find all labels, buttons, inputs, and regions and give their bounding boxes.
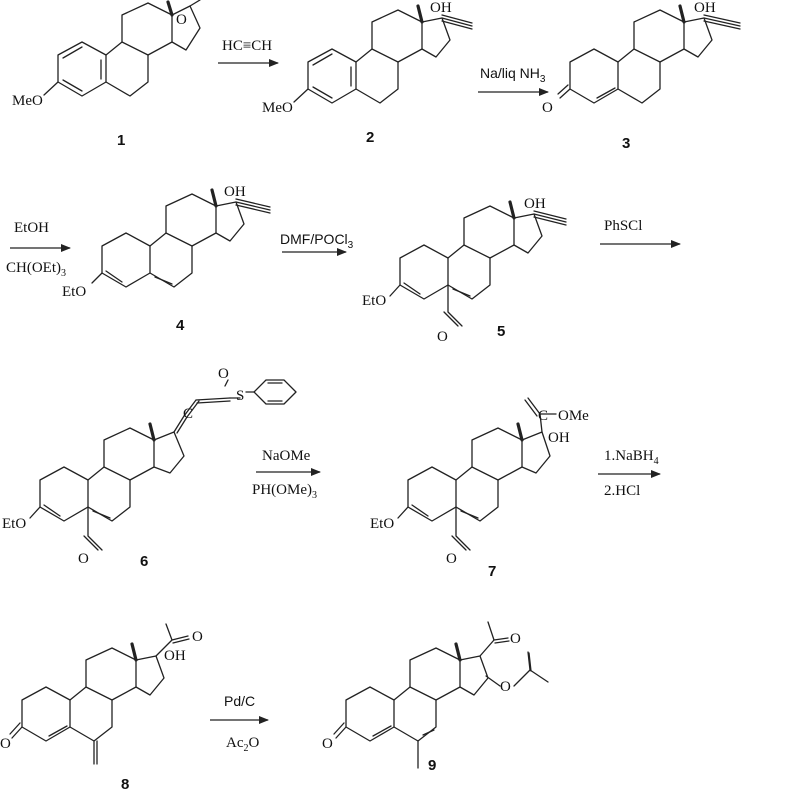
compound-1-number: 1 xyxy=(117,132,125,149)
compound-3-number: 3 xyxy=(622,135,630,152)
compound-3-hydroxyl-label: OH xyxy=(694,0,716,16)
compound-1-structure xyxy=(43,0,201,97)
compound-7-hydroxyl-label: OH xyxy=(548,430,570,446)
reagent-step5-top: PhSCl xyxy=(604,218,642,234)
compound-6-sulfur-label: S xyxy=(236,388,244,404)
compound-6-ethoxy-label: EtO xyxy=(2,516,26,532)
compound-2-hydroxyl-label: OH xyxy=(430,0,452,16)
reagent-step7-top: 1.NaBH4 xyxy=(604,448,659,467)
reagent-step8-top: Pd/C xyxy=(224,693,255,709)
compound-8-acetyl-oxygen-label: O xyxy=(192,629,203,645)
compound-7-methoxy-label: OMe xyxy=(558,408,589,424)
compound-9-ketone-label: O xyxy=(322,736,333,752)
compound-3-structure xyxy=(557,4,741,104)
compound-9-number: 9 xyxy=(428,757,436,774)
reagent-step1-top: HC≡CH xyxy=(222,38,272,54)
compound-7-aldehyde-label: O xyxy=(446,551,457,567)
compound-2-number: 2 xyxy=(366,129,374,146)
reagent-step3-top: EtOH xyxy=(14,220,49,236)
compound-1-methoxy-label: MeO xyxy=(12,93,43,109)
compound-6-structure xyxy=(29,379,297,551)
reagent-step6-bottom: PH(OMe)3 xyxy=(252,482,317,501)
compound-5-number: 5 xyxy=(497,323,505,340)
compound-4-hydroxyl-label: OH xyxy=(224,184,246,200)
compound-9-ester-oxygen-label: O xyxy=(500,679,511,695)
compound-2-structure xyxy=(293,4,473,104)
compound-7-structure xyxy=(397,397,557,551)
compound-4-number: 4 xyxy=(176,317,185,334)
compound-7-ethoxy-label: EtO xyxy=(370,516,394,532)
compound-4-ethoxy-label: EtO xyxy=(62,284,86,300)
compound-8-number: 8 xyxy=(121,776,129,793)
compound-4-structure xyxy=(91,188,271,288)
reagent-step2-top: Na/liq NH3 xyxy=(480,65,546,85)
compound-5-aldehyde-label: O xyxy=(437,329,448,345)
compound-1-ketone-label: O xyxy=(176,12,187,28)
compound-6-number: 6 xyxy=(140,553,148,570)
compound-9-acetyl-oxygen-label: O xyxy=(510,631,521,647)
compound-6-aldehyde-label: O xyxy=(78,551,89,567)
compound-5-ethoxy-label: EtO xyxy=(362,293,386,309)
compound-6-oxygen-label: O xyxy=(218,366,229,382)
reagent-step6-top: NaOMe xyxy=(262,448,311,464)
compound-5-hydroxyl-label: OH xyxy=(524,196,546,212)
compound-5-structure xyxy=(389,200,567,327)
reagent-step4-top: DMF/POCl3 xyxy=(280,231,354,251)
compound-7-number: 7 xyxy=(488,563,496,580)
compound-9-structure xyxy=(333,621,549,769)
reagent-step7-bottom: 2.HCl xyxy=(604,483,640,499)
compound-8-hydroxyl-label: OH xyxy=(164,648,186,664)
reagent-step8-bottom: Ac2O xyxy=(226,735,260,754)
compound-3-ketone-label: O xyxy=(542,100,553,116)
compound-2-methoxy-label: MeO xyxy=(262,100,293,116)
compound-8-ketone-label: O xyxy=(0,736,11,752)
compound-6-allene-label: C xyxy=(183,406,193,422)
compound-8-structure xyxy=(9,623,190,765)
compound-7-carbon-label: C xyxy=(538,408,548,424)
reagent-step3-bottom: CH(OEt)3 xyxy=(6,260,66,279)
